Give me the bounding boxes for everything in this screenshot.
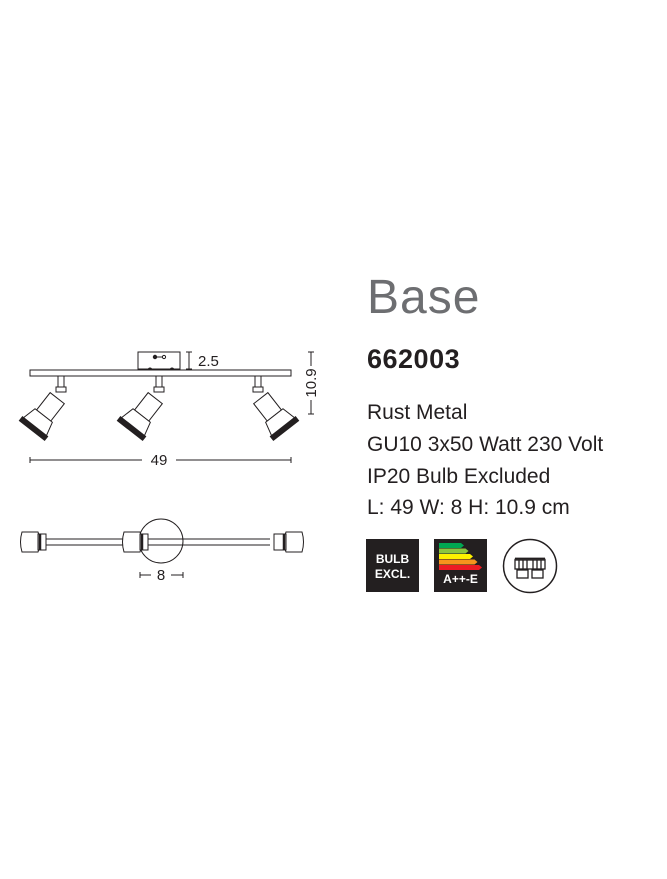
bulb-badge-line2: EXCL. [374,567,411,581]
bulb-badge-line1: BULB [375,552,410,566]
top-view [20,518,304,564]
energy-bar [439,543,464,548]
spec-ip-rating: IP20 Bulb Excluded [367,465,551,488]
energy-bar [439,554,473,559]
energy-class-label: A++-E [443,572,478,586]
dim-width: 8 [157,567,165,584]
product-code: 662003 [367,344,461,374]
spot-front-3 [252,375,300,442]
driver-icon [502,538,558,594]
ceiling-canopy [137,351,181,370]
technical-drawing: 2.5 10.9 49 8 [18,351,320,584]
energy-bar [439,559,478,565]
dim-base-height: 2.5 [198,353,219,370]
mounting-bar [29,369,292,377]
energy-scale-icon [439,543,482,570]
dim-length: 49 [151,452,168,469]
bulb-excluded-badge: BULB EXCL. [366,539,419,592]
spot-front-2 [116,375,165,442]
product-name: Base [367,271,481,324]
energy-class-badge: A++-E [434,539,487,592]
dim-total-height: 10.9 [303,368,320,397]
energy-bar [439,565,482,570]
spec-material: Rust Metal [367,401,468,424]
spec-dimensions: L: 49 W: 8 H: 10.9 cm [367,496,570,519]
spec-bulb: GU10 3x50 Watt 230 Volt [367,433,604,456]
spot-front-1 [18,375,67,442]
energy-bar [439,548,469,554]
